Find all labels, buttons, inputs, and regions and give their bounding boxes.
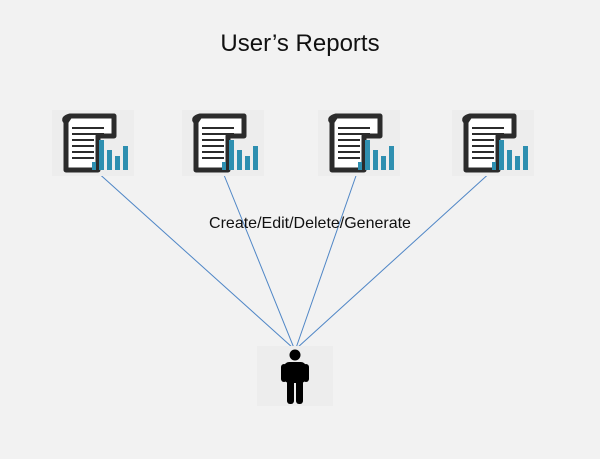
report-node: [182, 110, 264, 176]
report-node: [318, 110, 400, 176]
connector-line: [221, 169, 295, 349]
connector-line: [295, 169, 359, 349]
report-document-chart-icon: [462, 113, 528, 173]
diagram-title: User’s Reports: [220, 30, 380, 57]
edge-label: Create/Edit/Delete/Generate: [209, 215, 411, 232]
user-node: [257, 346, 333, 406]
report-document-chart-icon: [192, 113, 258, 173]
connector-line: [296, 169, 494, 349]
report-document-chart-icon: [62, 113, 128, 173]
person-icon: [281, 349, 309, 404]
report-node: [452, 110, 534, 176]
report-document-chart-icon: [328, 113, 394, 173]
connector-line: [94, 169, 294, 349]
report-node: [52, 110, 134, 176]
